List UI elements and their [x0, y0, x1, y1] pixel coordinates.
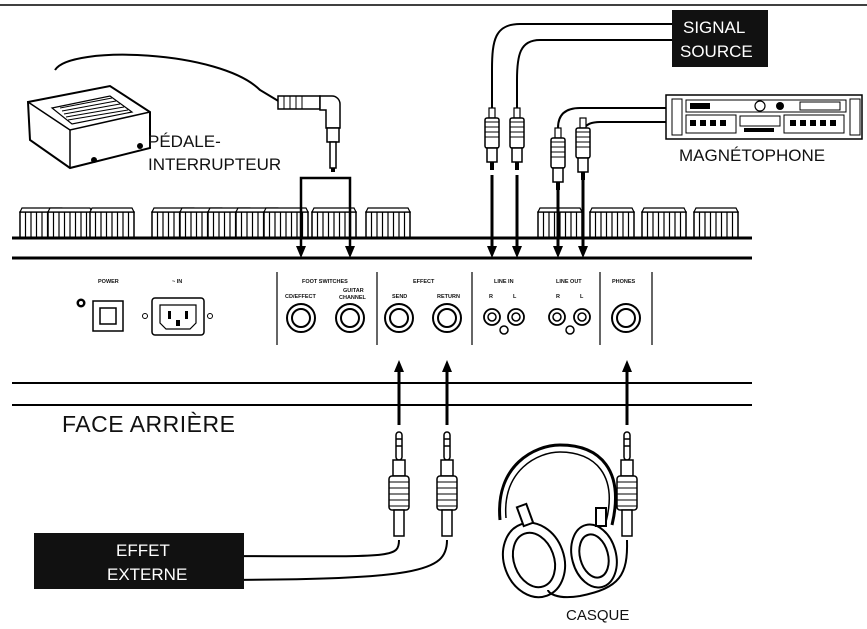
line-out-l-label: L: [580, 294, 584, 300]
headphone-cable: [547, 539, 629, 599]
rear-panel-label: FACE ARRIÈRE: [62, 411, 235, 437]
knob: [89, 207, 135, 239]
recorder-icon: [665, 94, 863, 140]
headphones-label: CASQUE: [566, 607, 629, 624]
footswitch-pedal-icon: [26, 53, 281, 170]
line-out-r-label: R: [556, 294, 560, 300]
rca-plug-icon: [550, 127, 566, 190]
guitar-label: GUITAR: [343, 288, 364, 294]
power-label: POWER: [98, 279, 119, 285]
rca-plug-icon: [484, 107, 500, 170]
ac-in-label: ~ IN: [172, 279, 182, 285]
knob: [537, 207, 583, 239]
bottom-arrows: [397, 370, 629, 425]
pedal-label-line1: PÉDALE-: [148, 132, 221, 151]
external-effect-line2: EXTERNE: [107, 565, 187, 584]
knob: [365, 207, 411, 239]
headphones-icon: [498, 443, 618, 599]
quarter-inch-plugs: [388, 431, 638, 537]
quarter-inch-jacks: [286, 303, 641, 333]
pedal-cable: [299, 176, 352, 248]
line-in-r-label: R: [489, 294, 493, 300]
pedal-plug-icon: [277, 95, 341, 172]
signal-source-box: [672, 10, 768, 67]
phones-jack[interactable]: [611, 303, 641, 333]
line-in-rca-plugs: [484, 107, 525, 170]
line-out-r-jack[interactable]: [548, 308, 566, 326]
line-out-label: LINE OUT: [556, 279, 582, 285]
line-arrows: [490, 175, 585, 252]
send-label: SEND: [392, 294, 407, 300]
signal-source-line1: SIGNAL: [683, 18, 745, 37]
external-effect-cables: [199, 539, 448, 581]
line-in-label: LINE IN: [494, 279, 514, 285]
line-in-l-jack[interactable]: [507, 308, 525, 326]
quarter-inch-plug-icon: [388, 431, 410, 537]
return-jack[interactable]: [432, 303, 462, 333]
rca-plug-icon: [509, 107, 525, 170]
signal-source-line2: SOURCE: [680, 42, 753, 61]
knob: [47, 207, 93, 239]
send-jack[interactable]: [384, 303, 414, 333]
knob: [641, 207, 687, 239]
knob: [693, 207, 739, 239]
return-label: RETURN: [437, 294, 460, 300]
external-effect-box: [34, 533, 244, 589]
cd-effect-jack[interactable]: [286, 303, 316, 333]
channel-label: CHANNEL: [339, 295, 367, 301]
knob: [311, 207, 357, 239]
knob-row: [19, 207, 739, 239]
rca-plug-icon: [575, 117, 591, 180]
line-out-rca-plugs: [550, 117, 591, 190]
guitar-channel-jack[interactable]: [335, 303, 365, 333]
quarter-inch-plug-icon: [436, 431, 458, 537]
external-effect-line1: EFFET: [116, 541, 170, 560]
quarter-inch-plug-icon: [616, 431, 638, 537]
effect-label: EFFECT: [413, 279, 435, 285]
recorder-label: MAGNÉTOPHONE: [679, 146, 825, 165]
line-out-l-jack[interactable]: [573, 308, 591, 326]
pedal-label-line2: INTERRUPTEUR: [148, 155, 281, 174]
signal-source-cables: [491, 23, 672, 108]
recorder-cables: [557, 107, 666, 135]
phones-label: PHONES: [612, 279, 636, 285]
line-in-l-label: L: [513, 294, 517, 300]
knob: [589, 207, 635, 239]
cd-effect-label: CD/EFFECT: [285, 294, 317, 300]
foot-switches-label: FOOT SWITCHES: [302, 279, 348, 285]
rca-jacks: [483, 308, 591, 335]
line-in-r-jack[interactable]: [483, 308, 501, 326]
knob: [263, 207, 309, 239]
section-dividers: [276, 272, 653, 345]
